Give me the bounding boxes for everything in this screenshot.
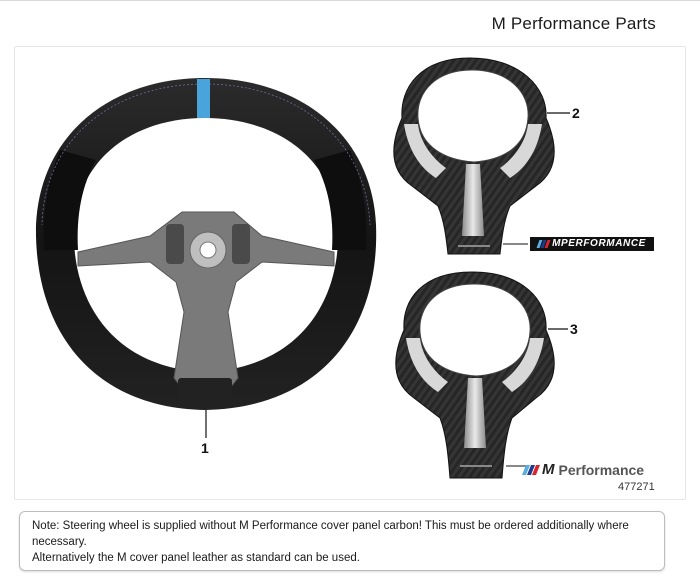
badge-text: MPERFORMANCE: [552, 238, 646, 249]
callout-label-2: 2: [572, 105, 580, 121]
rim-stitching: [41, 83, 206, 226]
silver-trim-left-3: [406, 338, 448, 392]
figure-frame: [14, 46, 686, 500]
m-stripes-icon: [521, 464, 541, 475]
note-box: Note: Steering wheel is supplied without…: [19, 511, 665, 571]
silver-trim-right-3: [502, 338, 544, 392]
cover-panel-carbon-top: [393, 57, 570, 255]
steering-wheel: [35, 78, 377, 438]
note-line-2: Alternatively the M cover panel leather …: [32, 552, 360, 564]
top-center-marker: [197, 79, 210, 118]
alcantara-left: [43, 150, 96, 250]
center-trim-3: [464, 378, 486, 448]
alcantara-right: [314, 150, 367, 250]
rim-stitching: [204, 83, 371, 226]
panel-opening-3: [419, 283, 531, 377]
right-switch-cluster: [232, 224, 250, 264]
silver-trim-left-2: [404, 124, 446, 178]
m-performance-logo: M Performance: [521, 461, 645, 478]
bottom-spoke: [178, 378, 232, 408]
callout-label-3: 3: [570, 321, 578, 337]
m-performance-badge: MPERFORMANCE: [530, 237, 654, 251]
hub-center: [199, 241, 217, 259]
left-switch-cluster: [166, 224, 184, 264]
callout-label-1: 1: [201, 440, 209, 456]
logo-text: Performance: [558, 461, 645, 478]
illustration-number: 477271: [618, 481, 655, 493]
top-divider: [0, 0, 700, 1]
silver-trim-right-2: [500, 124, 542, 178]
note-line-1: Note: Steering wheel is supplied without…: [32, 520, 629, 548]
center-trim-2: [462, 164, 484, 236]
page-title: M Performance Parts: [491, 14, 656, 33]
cover-panel-carbon-bottom: [395, 271, 568, 479]
wheel-spoke-frame: [77, 211, 335, 399]
logo-m-letter: M: [542, 461, 555, 478]
panel-opening-2: [417, 69, 529, 163]
m-stripes-icon: [536, 240, 551, 248]
